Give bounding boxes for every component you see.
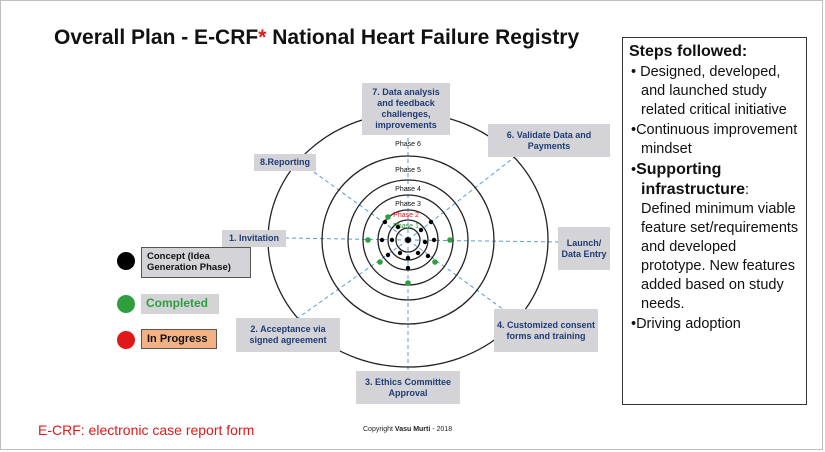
page-title: Overall Plan - E-CRF* National Heart Fai…	[54, 26, 579, 50]
spoke-invitation	[284, 237, 409, 241]
copyright-suffix: - 2018	[430, 426, 453, 433]
steps-item-bold: Supporting infrastructure	[636, 161, 746, 198]
concept-marker	[385, 252, 391, 258]
completed-marker	[377, 259, 383, 265]
concept-marker	[405, 255, 411, 261]
steps-item-text: Driving adoption	[636, 316, 741, 332]
title-rest: National Heart Failure Registry	[266, 26, 580, 49]
in-progress-dot-icon	[117, 331, 135, 349]
completed-marker	[365, 237, 371, 243]
steps-item: • Designed, developed, and launched stud…	[631, 64, 787, 118]
concept-dot-icon	[117, 252, 135, 270]
label-ethics: 3. Ethics Committee Approval	[356, 371, 460, 404]
label-data-analysis: 7. Data analysis and feedback challenges…	[362, 83, 450, 135]
completed-marker	[405, 280, 411, 286]
phase-labels: Phase 6 Phase 5 Phase 4 Phase 3 Phase 2 …	[393, 141, 421, 230]
concept-marker	[405, 265, 411, 271]
completed-marker	[385, 214, 391, 220]
phase-3-label: Phase 3	[395, 201, 421, 208]
label-customized: 4. Customized consent forms and training	[494, 309, 598, 352]
completed-marker	[432, 259, 438, 265]
concept-marker	[431, 237, 437, 243]
concept-marker	[425, 253, 431, 259]
concept-marker	[397, 250, 403, 256]
steps-heading: Steps followed:	[629, 43, 748, 60]
label-launch: Launch/ Data Entry	[558, 227, 610, 270]
concept-marker	[405, 237, 411, 243]
steps-item-text: Continuous improvement mindset	[636, 122, 798, 157]
spoke-validate	[407, 144, 531, 241]
phase-4-label: Phase 4	[395, 186, 421, 193]
concept-marker	[389, 237, 395, 243]
copyright-prefix: Copyright	[363, 426, 395, 433]
phase-6-label: Phase 6	[395, 141, 421, 148]
steps-item-text: Designed, developed, and launched study …	[640, 64, 787, 118]
phase-5-label: Phase 5	[395, 167, 421, 174]
steps-item: •Supporting infrastructure: Defined mini…	[631, 161, 799, 312]
concept-marker	[379, 237, 385, 243]
completed-marker	[447, 237, 453, 243]
label-acceptance: 2. Acceptance via signed agreement	[236, 318, 340, 352]
steps-item: •Driving adoption	[631, 316, 741, 332]
phase-2-label: Phase 2	[393, 212, 419, 219]
copyright: Copyright Vasu Murti - 2018	[363, 426, 452, 433]
concept-marker	[382, 219, 388, 225]
steps-item-text: : Defined minimum viable feature set/req…	[641, 182, 799, 312]
spoke-reporting	[299, 161, 409, 241]
phase-1-label: Phase 1	[393, 223, 419, 230]
label-validate: 6. Validate Data and Payments	[488, 124, 610, 157]
progress-markers	[365, 214, 453, 286]
legend-completed: Completed	[141, 294, 219, 314]
legend-concept: Concept (Idea Generation Phase)	[141, 247, 251, 278]
ring-phase-6	[321, 155, 495, 325]
concept-marker	[418, 227, 424, 233]
concept-marker	[415, 250, 421, 256]
concept-marker	[422, 239, 428, 245]
label-reporting: 8.Reporting	[254, 154, 316, 171]
ring-phase-5	[347, 179, 469, 301]
concept-marker	[428, 219, 434, 225]
spoke-acceptance	[294, 239, 409, 321]
steps-panel: Steps followed: • Designed, developed, a…	[622, 37, 807, 405]
title-asterisk: *	[258, 26, 267, 49]
footnote: E-CRF: electronic case report form	[38, 422, 255, 438]
legend-in-progress: In Progress	[141, 329, 217, 349]
completed-dot-icon	[117, 295, 135, 313]
title-main: Overall Plan - E-CRF	[54, 26, 259, 49]
label-invitation: 1. Invitation	[222, 230, 286, 247]
spoke-customized	[407, 239, 516, 319]
copyright-author: Vasu Murti	[394, 426, 431, 433]
steps-item: •Continuous improvement mindset	[631, 122, 798, 157]
concept-marker	[395, 224, 401, 230]
ring-phase-1	[395, 227, 421, 253]
spoke-launch	[407, 239, 563, 243]
